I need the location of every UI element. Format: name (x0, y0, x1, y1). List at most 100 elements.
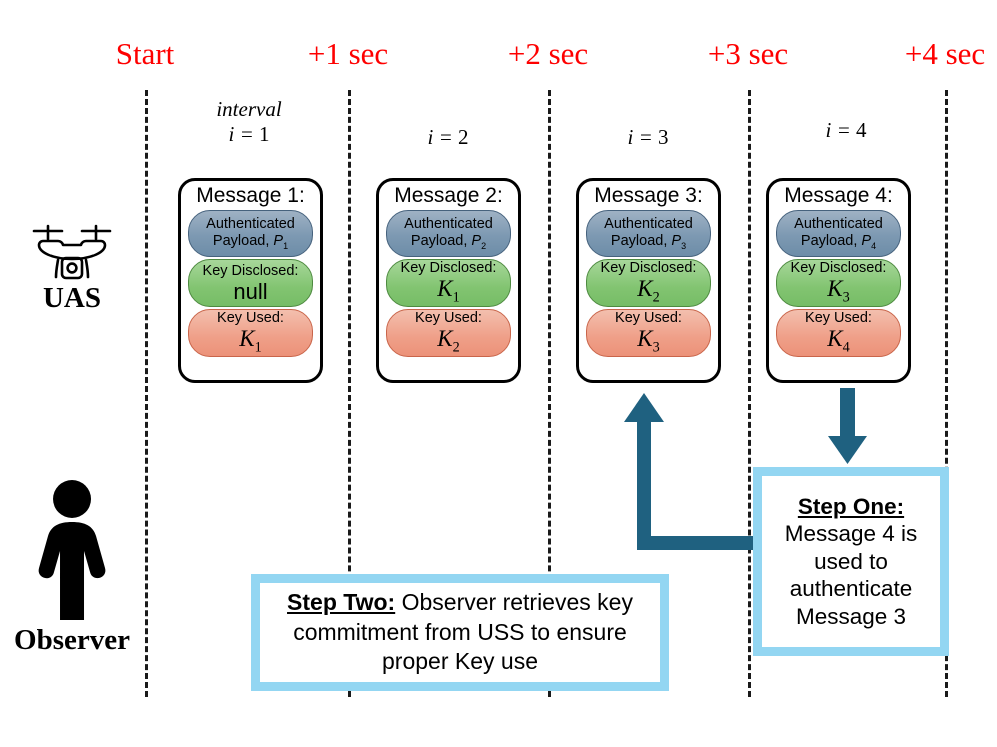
actor-uas-label: UAS (42, 282, 101, 314)
payload-symbol: P (273, 232, 284, 249)
disclosed-label: Key Disclosed: (600, 260, 697, 277)
message-title: Message 2: (394, 184, 503, 207)
payload-subscript: 2 (481, 240, 487, 251)
message-card-1[interactable]: Message 1: Authenticated Payload, P1 Key… (178, 178, 323, 383)
arrow-step-one-to-message3 (624, 393, 770, 550)
callout-step-one-heading: Step One: (797, 493, 905, 519)
interval-var: i (427, 125, 434, 149)
person-icon (38, 480, 106, 620)
interval-word: interval (216, 97, 282, 121)
pill-key-disclosed: Key Disclosed: null (188, 259, 313, 308)
payload-line1: Authenticated (604, 215, 693, 232)
payload-prefix: Payload, (610, 232, 668, 249)
pill-key-used: Key Used: K2 (386, 309, 511, 358)
pill-authenticated-payload: Authenticated Payload, P2 (386, 210, 511, 258)
interval-caption-3: i = 3 (627, 125, 668, 150)
timeline-tick-start: Start (115, 36, 175, 71)
pill-authenticated-payload: Authenticated Payload, P3 (586, 210, 711, 258)
used-symbol: K (437, 326, 453, 352)
pill-key-disclosed: Key Disclosed: K2 (586, 259, 711, 308)
interval-equation: i = 4 (825, 118, 866, 143)
payload-line2: Payload, P2 (411, 233, 486, 252)
timeline-tick-plus1: +1 sec (307, 36, 389, 71)
callout-step-one[interactable]: Step One: Message 4 is used to authentic… (753, 467, 949, 656)
payload-line2: Payload, P4 (801, 233, 876, 252)
pill-key-used: Key Used: K1 (188, 309, 313, 358)
message-card-2[interactable]: Message 2: Authenticated Payload, P2 Key… (376, 178, 521, 383)
message-card-4[interactable]: Message 4: Authenticated Payload, P4 Key… (766, 178, 911, 383)
pill-key-disclosed: Key Disclosed: K3 (776, 259, 901, 308)
used-subscript: 3 (652, 340, 660, 356)
payload-subscript: 4 (871, 240, 877, 251)
callout-step-one-body: Message 4 is used to authenticate Messag… (784, 521, 918, 629)
disclosed-subscript: 1 (452, 290, 460, 306)
callout-step-two-body: Observer retrieves key commitment from U… (293, 588, 633, 675)
disclosed-label: Key Disclosed: (202, 263, 299, 280)
message-title: Message 4: (784, 184, 893, 207)
actor-uas: UAS (29, 222, 115, 313)
used-label: Key Used: (217, 310, 284, 327)
timeline-tick-plus4: +4 sec (904, 36, 986, 71)
callout-step-two-heading: Step Two: (287, 588, 396, 615)
interval-divider-0 (145, 90, 148, 697)
interval-divider-1 (348, 90, 351, 697)
pill-authenticated-payload: Authenticated Payload, P1 (188, 210, 313, 258)
interval-var: i (228, 121, 235, 146)
interval-divider-4 (945, 90, 948, 697)
message-title: Message 1: (196, 184, 305, 207)
disclosed-symbol: K (437, 276, 453, 302)
payload-symbol: P (671, 232, 682, 249)
payload-symbol: P (861, 232, 872, 249)
used-value: K3 (637, 327, 659, 356)
interval-divider-2 (548, 90, 551, 697)
drone-icon (32, 224, 112, 280)
payload-symbol: P (471, 232, 482, 249)
interval-value: 3 (658, 125, 669, 149)
interval-eq-sign: = (836, 118, 851, 142)
callout-step-two-text: Step Two: Observer retrieves key commitm… (260, 584, 660, 682)
pill-key-used: Key Used: K4 (776, 309, 901, 358)
disclosed-label: Key Disclosed: (790, 260, 887, 277)
pill-key-used: Key Used: K3 (586, 309, 711, 358)
interval-equation: i = 3 (627, 125, 668, 150)
used-subscript: 2 (452, 340, 460, 356)
interval-eq-sign: = (438, 125, 453, 149)
callout-step-two[interactable]: Step Two: Observer retrieves key commitm… (251, 574, 669, 691)
used-subscript: 4 (842, 340, 850, 356)
disclosed-subscript: 2 (652, 290, 660, 306)
used-symbol: K (239, 326, 255, 352)
arrow-message4-to-step-one (828, 388, 867, 464)
payload-line1: Authenticated (794, 215, 883, 232)
used-label: Key Used: (415, 310, 482, 327)
disclosed-symbol: K (637, 276, 653, 302)
disclosed-value: null (233, 279, 268, 305)
payload-subscript: 3 (681, 240, 687, 251)
payload-subscript: 1 (283, 240, 289, 251)
disclosed-subscript: 3 (842, 290, 850, 306)
actor-observer-label: Observer (14, 624, 130, 656)
interval-eq-sign: = (239, 121, 254, 146)
message-title: Message 3: (594, 184, 703, 207)
interval-divider-3 (748, 90, 751, 697)
interval-caption-2: i = 2 (427, 125, 468, 150)
used-value: K4 (827, 327, 849, 356)
interval-equation: i = 2 (427, 125, 468, 150)
interval-value: 2 (458, 125, 469, 149)
used-label: Key Used: (805, 310, 872, 327)
interval-caption-1: interval i = 1 (216, 97, 281, 147)
used-value: K2 (437, 327, 459, 356)
disclosed-value: K1 (437, 277, 459, 306)
payload-line1: Authenticated (404, 215, 493, 232)
payload-line2: Payload, P3 (611, 233, 686, 252)
message-card-3[interactable]: Message 3: Authenticated Payload, P3 Key… (576, 178, 721, 383)
disclosed-symbol: K (827, 276, 843, 302)
used-label: Key Used: (615, 310, 682, 327)
timeline-tick-plus2: +2 sec (507, 36, 589, 71)
actor-observer: Observer (14, 478, 130, 655)
used-subscript: 1 (254, 340, 262, 356)
interval-var: i (627, 125, 634, 149)
pill-authenticated-payload: Authenticated Payload, P4 (776, 210, 901, 258)
used-symbol: K (637, 326, 653, 352)
pill-key-disclosed: Key Disclosed: K1 (386, 259, 511, 308)
